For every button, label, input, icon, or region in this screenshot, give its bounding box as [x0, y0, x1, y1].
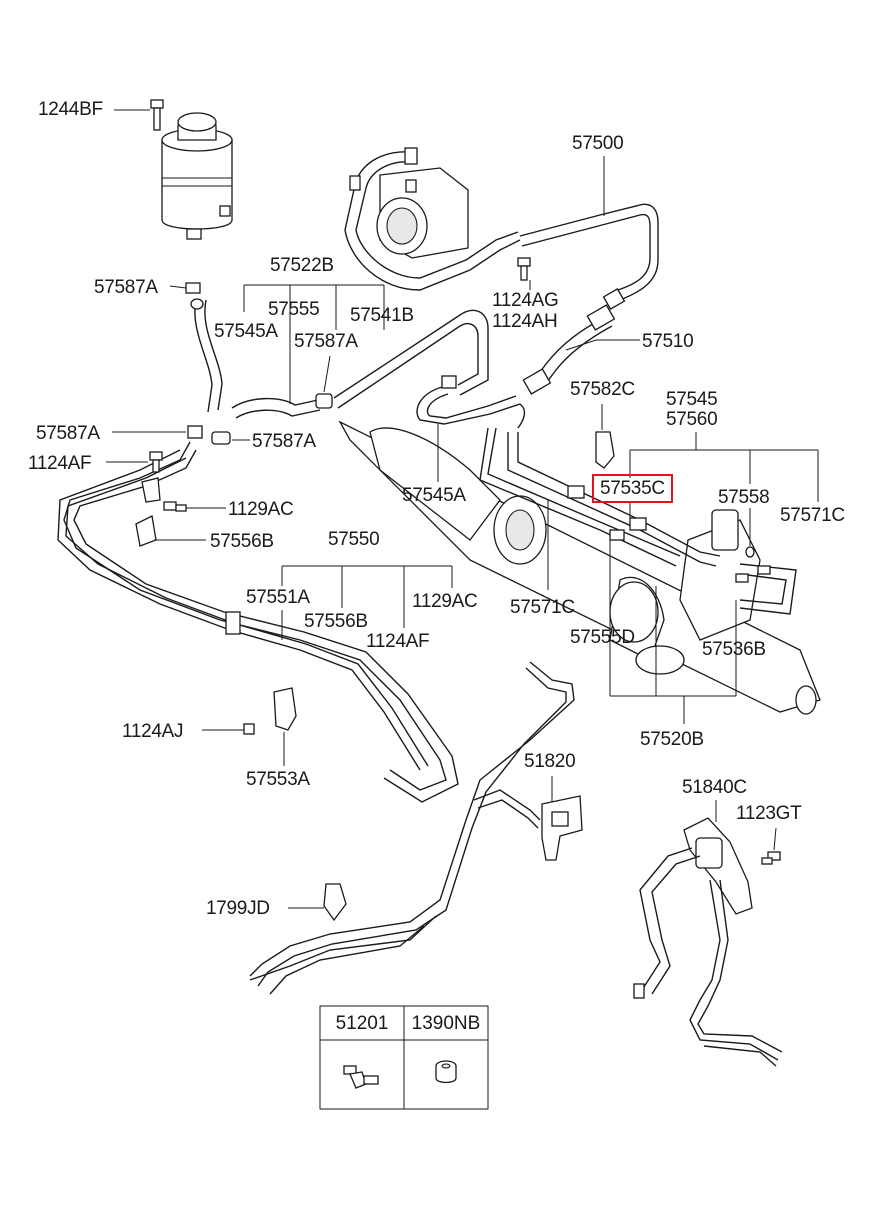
label-57545A-mid[interactable]: 57545A [402, 485, 466, 506]
label-57541B[interactable]: 57541B [350, 305, 414, 326]
bolt-icon [149, 451, 255, 735]
legend-table [319, 1005, 489, 1110]
label-57536B[interactable]: 57536B [702, 639, 766, 660]
bolt-icon [150, 99, 164, 131]
legend-header-51201[interactable]: 51201 [335, 1013, 389, 1034]
label-57571C-right[interactable]: 57571C [780, 505, 845, 526]
label-57545[interactable]: 57545 [666, 389, 718, 410]
clamp-icon [323, 883, 347, 922]
bolt-icon [517, 257, 531, 281]
label-57553A[interactable]: 57553A [246, 769, 310, 790]
label-57545A-left[interactable]: 57545A [214, 321, 278, 342]
legend-header-1390NB[interactable]: 1390NB [411, 1013, 481, 1034]
pump-icon[interactable] [376, 167, 469, 259]
reservoir-icon[interactable] [161, 112, 233, 240]
label-57560[interactable]: 57560 [666, 409, 718, 430]
label-57587A-right[interactable]: 57587A [252, 431, 316, 452]
leader-lines [106, 156, 819, 909]
label-1124AF-left[interactable]: 1124AF [28, 453, 92, 474]
label-51820[interactable]: 51820 [524, 751, 576, 772]
label-57522B[interactable]: 57522B [270, 255, 334, 276]
bolt-icon [343, 1065, 379, 1089]
label-57587A-left[interactable]: 57587A [36, 423, 100, 444]
label-57555-top[interactable]: 57555 [268, 299, 320, 320]
clamp-icon [187, 425, 231, 445]
label-57500[interactable]: 57500 [572, 133, 624, 154]
label-57587A-top[interactable]: 57587A [94, 277, 158, 298]
label-57551A[interactable]: 57551A [246, 587, 310, 608]
bracket-icon [135, 477, 161, 547]
label-1244BF[interactable]: 1244BF [38, 99, 103, 120]
steering-gear-icon[interactable] [338, 420, 821, 715]
label-57582C[interactable]: 57582C [570, 379, 635, 400]
label-1124AF-mid[interactable]: 1124AF [366, 631, 430, 652]
bracket-icon [541, 795, 583, 861]
label-57535C-highlighted[interactable]: 57535C [592, 474, 673, 503]
label-1124AJ[interactable]: 1124AJ [122, 721, 184, 742]
bracket-icon [595, 431, 615, 469]
label-1799JD[interactable]: 1799JD [206, 898, 270, 919]
clamp-icon [185, 282, 201, 294]
label-1123GT[interactable]: 1123GT [736, 803, 802, 824]
label-57555D[interactable]: 57555D [570, 627, 635, 648]
label-57520B[interactable]: 57520B [640, 729, 704, 750]
label-57556B-left[interactable]: 57556B [210, 531, 274, 552]
label-57571C-mid[interactable]: 57571C [510, 597, 575, 618]
label-57587A-mid[interactable]: 57587A [294, 331, 358, 352]
clamp-icon [315, 393, 333, 409]
label-1129AC-mid[interactable]: 1129AC [412, 591, 478, 612]
nut-icon [435, 1060, 457, 1084]
label-51840C[interactable]: 51840C [682, 777, 747, 798]
bracket-icon[interactable] [683, 817, 753, 915]
clamp-icon [225, 611, 241, 635]
label-57510[interactable]: 57510 [642, 331, 694, 352]
label-1124AH[interactable]: 1124AH [492, 311, 558, 332]
bolt-icon [761, 851, 781, 865]
label-57556B-mid[interactable]: 57556B [304, 611, 368, 632]
label-1124AG[interactable]: 1124AG [492, 290, 559, 311]
label-1129AC-left[interactable]: 1129AC [228, 499, 294, 520]
label-57550[interactable]: 57550 [328, 529, 380, 550]
label-57558[interactable]: 57558 [718, 487, 770, 508]
bracket-icon [273, 687, 297, 731]
